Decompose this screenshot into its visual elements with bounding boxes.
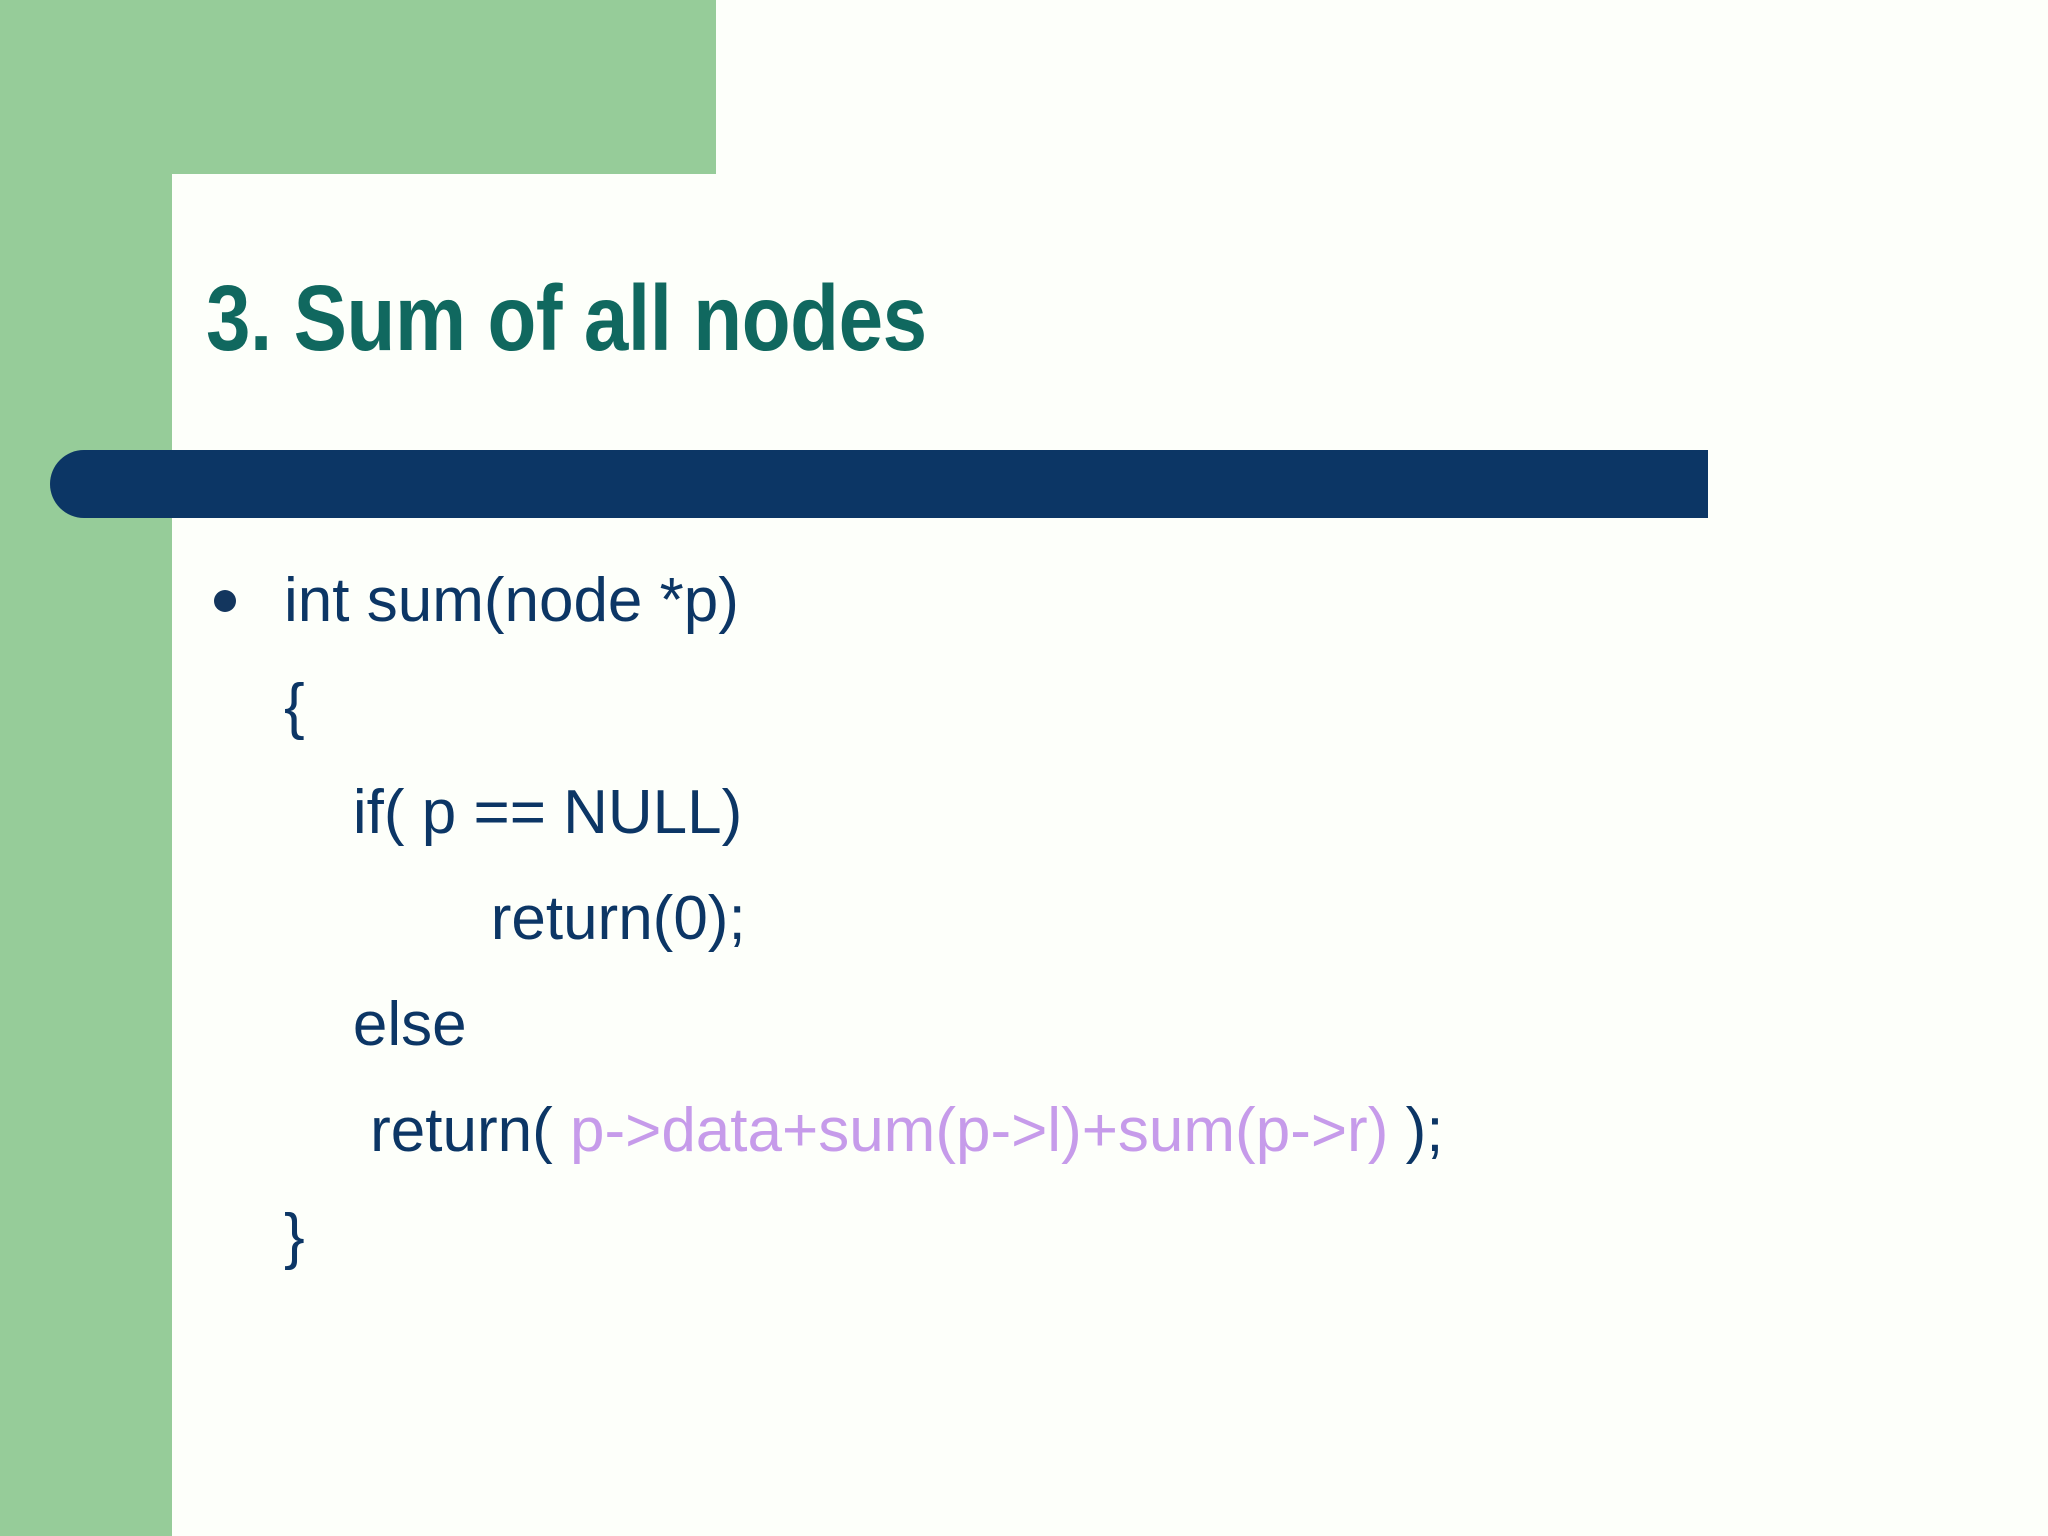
- code-line-indent: [284, 760, 353, 866]
- highlighted-expression: p->data+sum(p->l)+sum(p->r): [569, 1096, 1389, 1165]
- bullet-spacer: [214, 1184, 284, 1290]
- code-line: {: [214, 654, 1994, 760]
- code-line-tail: );: [1388, 1096, 1444, 1165]
- page-title: 3. Sum of all nodes: [206, 266, 927, 370]
- bullet-dot-icon: [214, 548, 284, 654]
- code-line-indent: [284, 1078, 370, 1184]
- code-block: int sum(node *p) { if( p == NULL) return…: [214, 548, 1994, 1290]
- code-line: }: [214, 1184, 1994, 1290]
- bullet-spacer: [214, 1078, 284, 1184]
- bullet-spacer: [214, 654, 284, 760]
- bullet-spacer: [214, 760, 284, 866]
- code-line-text: else: [352, 990, 467, 1059]
- code-line: if( p == NULL): [214, 760, 1994, 866]
- bullet-spacer: [214, 866, 284, 972]
- code-line-text: {: [284, 672, 305, 741]
- code-line-text: int sum(node *p): [284, 566, 739, 635]
- green-left-strip-decoration: [0, 0, 172, 1536]
- title-divider-bar: [50, 450, 1708, 518]
- code-line: return(0);: [214, 866, 1994, 972]
- code-line-text: if( p == NULL): [352, 778, 743, 847]
- code-line-text: return(0);: [490, 884, 746, 953]
- bullet-spacer: [214, 972, 284, 1078]
- code-line-return-expression: return( p->data+sum(p->l)+sum(p->r) );: [214, 1078, 1994, 1184]
- code-line: int sum(node *p): [214, 548, 1994, 654]
- code-line-text: return(: [370, 1096, 570, 1165]
- code-line: else: [214, 972, 1994, 1078]
- code-line-indent: [284, 972, 353, 1078]
- code-line-text: }: [284, 1202, 305, 1271]
- code-line-indent: [284, 866, 491, 972]
- content-card: [172, 174, 2048, 1536]
